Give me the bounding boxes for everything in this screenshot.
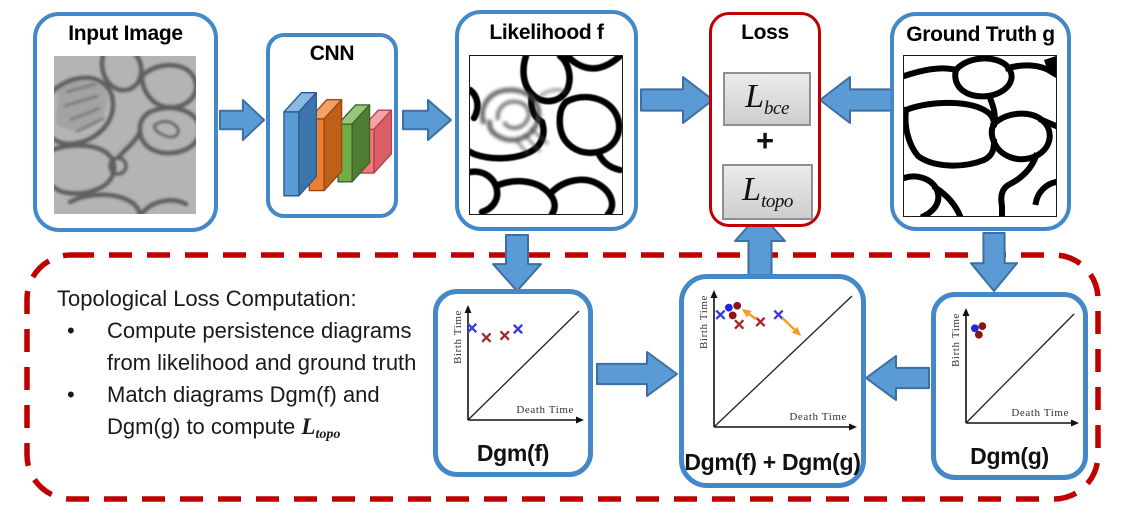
bce-loss-term: Lbce (723, 72, 811, 126)
likelihood-map-image (469, 55, 623, 215)
ltopo-math: Ltopo (301, 414, 341, 442)
input-image-box: Input Image (33, 12, 218, 232)
bullet1-line1: Compute persistence diagrams (107, 318, 412, 343)
dgm-f-plot: Death Time Birth Time (452, 305, 584, 424)
cnn-title: CNN (309, 42, 355, 65)
topo-loss-term: Ltopo (722, 164, 813, 220)
dgm-g-panel: Death Time Birth Time Dgm(g) (931, 292, 1088, 480)
bullet-glyph: • (67, 382, 75, 407)
arrow-dgms-to-loss (734, 212, 786, 276)
likelihood-title: Likelihood f (489, 21, 604, 44)
dgm-g-label: Dgm(g) (970, 443, 1049, 469)
dgm-f-plus-g-label: Dgm(f) + Dgm(g) (684, 449, 861, 475)
bce-loss-base: L (745, 78, 765, 115)
input-image-title: Input Image (68, 22, 183, 45)
bullet-item-1: • Compute persistence diagrams from like… (57, 315, 457, 379)
loss-box: Loss Lbce + Ltopo (709, 12, 821, 227)
loss-title: Loss (741, 21, 789, 44)
svg-text:Birth Time: Birth Time (698, 295, 710, 349)
ground-truth-title: Ground Truth g (906, 23, 1055, 46)
dgm-f-plus-g-plot: Death Time Birth Time (698, 290, 857, 431)
svg-text:Birth Time: Birth Time (452, 310, 464, 364)
bullet2-line1: Match diagrams Dgm(f) and (107, 382, 380, 407)
cnn-layers-icon (270, 69, 394, 209)
plus-sign: + (755, 123, 775, 158)
arrow-likelihood-to-dgmf (492, 234, 542, 292)
ground-truth-image (903, 55, 1057, 217)
dgm-f-plus-g-panel: Death Time Birth Time Dgm(f) + Dgm(g) (679, 274, 866, 488)
topological-loss-text: Topological Loss Computation: • Compute … (57, 283, 457, 451)
svg-text:Birth Time: Birth Time (950, 313, 962, 367)
arrow-dgmg-to-combined (865, 355, 930, 401)
arrow-groundtruth-to-loss (819, 76, 894, 124)
svg-text:Death Time: Death Time (516, 404, 574, 416)
arrow-input-to-cnn (219, 99, 265, 141)
topological-loss-panel-border (24, 252, 1101, 502)
input-em-image (54, 56, 196, 214)
arrow-likelihood-to-loss (640, 76, 714, 124)
topo-heading: Topological Loss Computation: (57, 286, 357, 311)
svg-text:Death Time: Death Time (789, 411, 847, 423)
bullet1-line2: from likelihood and ground truth (107, 350, 417, 375)
bullet-glyph: • (67, 318, 75, 343)
bullet-item-2: • Match diagrams Dgm(f) and Dgm(g) to co… (57, 379, 457, 451)
cnn-box: CNN (266, 33, 398, 218)
arrow-groundtruth-to-dgmg (970, 232, 1018, 292)
bce-loss-sub: bce (764, 98, 789, 119)
dgm-g-plot: Death Time Birth Time (950, 308, 1079, 427)
svg-text:Death Time: Death Time (1011, 407, 1069, 419)
topo-loss-base: L (742, 171, 762, 208)
bullet2-line2: Dgm(g) to compute (107, 414, 296, 439)
arrow-cnn-to-likelihood (402, 99, 452, 141)
likelihood-box: Likelihood f (455, 10, 638, 231)
dgm-f-label: Dgm(f) (476, 440, 550, 466)
arrow-dgmf-to-combined (596, 351, 678, 397)
topo-loss-sub: topo (761, 191, 793, 212)
ground-truth-box: Ground Truth g (890, 12, 1071, 231)
dgm-f-panel: Death Time Birth Time Dgm(f) (433, 289, 593, 477)
